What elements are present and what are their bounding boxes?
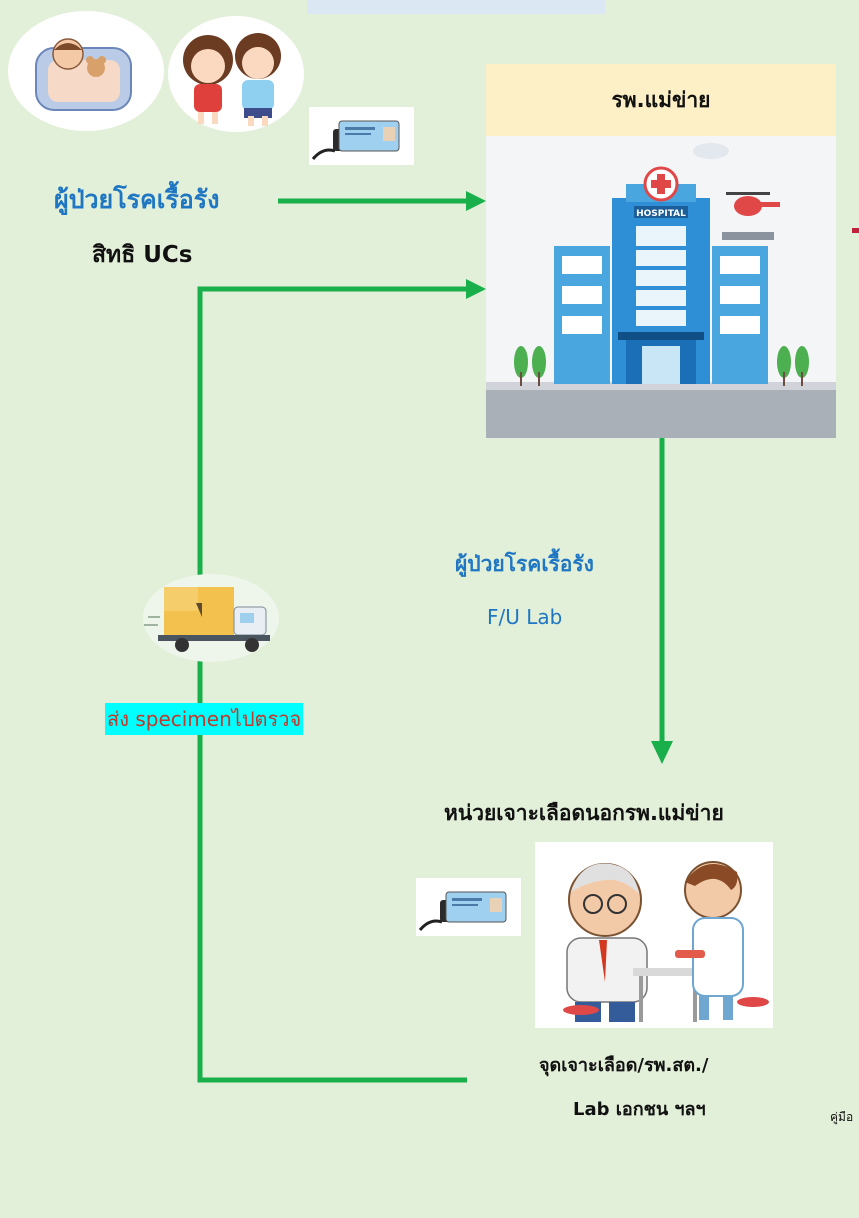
lab-caption-line1: จุดเจาะเลือด/รพ.สต./ bbox=[539, 1055, 709, 1076]
hospital-building-icon: HOSPITAL bbox=[486, 136, 836, 438]
lab-caption-line2: Lab เอกชน ฯลฯ bbox=[573, 1099, 706, 1120]
delivery-truck-icon bbox=[140, 573, 282, 663]
id-card-reader-icon bbox=[416, 878, 521, 936]
followup-sub: F/U Lab bbox=[487, 605, 563, 629]
top-box bbox=[307, 0, 605, 14]
id-card-reader-icon bbox=[309, 107, 414, 165]
patients-illustration bbox=[4, 8, 304, 133]
return-line bbox=[197, 286, 470, 1083]
specimen-label: ส่ง specimenไปตรวจ bbox=[105, 703, 304, 735]
lab-unit-title: หน่วยเจาะเลือดนอกรพ.แม่ข่าย bbox=[444, 801, 724, 825]
hospital-header: รพ.แม่ข่าย bbox=[486, 64, 836, 136]
followup-label: ผู้ป่วยโรคเรื้อรัง bbox=[455, 552, 594, 576]
footer-clipped-text: คู่มือ bbox=[830, 1110, 854, 1124]
blood-draw-illustration bbox=[535, 842, 773, 1028]
patient-entitlement: สิทธิ UCs bbox=[92, 242, 193, 268]
svg-text:HOSPITAL: HOSPITAL bbox=[636, 209, 686, 219]
red-mark bbox=[852, 228, 859, 233]
patient-label: ผู้ป่วยโรคเรื้อรัง bbox=[54, 185, 220, 214]
